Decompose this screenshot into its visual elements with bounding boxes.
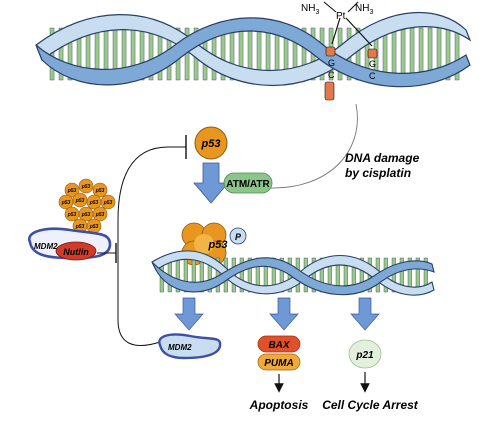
p53-pool-molecule [78,178,94,194]
arrow-to-mdm2 [174,297,204,331]
platinum-label: Pt [336,11,346,22]
p53-pool-molecule-label: p53 [75,198,85,204]
top-base-pair [409,27,415,81]
nh3-right-label: NH3 [355,3,373,16]
p53-protein: p53 [194,126,228,160]
p53-pool-molecule-label: p53 [75,224,85,230]
mdm2-nutlin-complex: MDM2 Nutlin [27,227,112,261]
apoptosis-label: Apoptosis [249,398,309,412]
p53-pool-cluster: p53 p53 p53 p53 p53 p53 p53 p53 p53 p53 p53 p53 [58,178,116,234]
damage-connector-line [267,103,358,189]
cell-cycle-arrest-label: Cell Cycle Arrest [322,398,419,412]
bax-pill [257,335,301,353]
mdm2-feedback-line [117,146,186,346]
base-c-left: C [328,70,335,80]
guanine-adduct-right [367,48,378,59]
dna-damage-label-line1: DNA damage [345,151,420,165]
base-g-left: G [328,58,335,68]
atm-atr-kinase: ATM/ATR [223,172,273,194]
p53-pool-molecule-label: p53 [89,224,99,230]
p53-pool-molecule-label: p53 [67,188,77,194]
base-g-right: G [369,59,376,69]
p53-pool-molecule-label: p53 [95,188,105,194]
arrow-to-bax-puma [269,297,299,331]
p53-pool-molecule [100,194,116,210]
puma-label: PUMA [264,358,293,369]
p21-label: p21 [355,350,374,361]
top-base-pair [58,27,64,81]
atm-atr-label: ATM/ATR [226,179,270,190]
cytosine-bar-left [324,81,335,101]
p53-label: p53 [201,138,221,150]
p53-pool-molecule-label: p53 [95,212,105,218]
nutlin-label: Nutlin [63,247,89,257]
p53-pool-molecule-label: p53 [81,184,91,190]
mdm2-complex-label: MDM2 [34,242,58,251]
bottom-base-pair [311,257,316,293]
base-c-right: C [369,71,376,81]
nh3-left-label: NH3 [301,3,319,16]
arrow-to-p21 [350,297,380,331]
mdm2-product-label: MDM2 [168,343,192,352]
p53-pool-molecule [92,182,108,198]
bottom-dna-helix [151,250,435,296]
p53-pool-molecule-label: p53 [61,200,71,206]
mdm2-product: MDM2 [158,333,222,360]
top-dna-strand-front [35,17,471,88]
top-base-pair [391,27,397,81]
p53-pool-molecule-label: p53 [89,200,99,206]
p53-pool-molecule-label: p53 [103,200,113,206]
p53-activation-arrow [193,162,229,204]
bottom-dna-strand-back [151,250,435,296]
bottom-dna-strand-front [151,257,435,296]
top-dna-helix [35,11,472,88]
p53-pool-molecule [64,182,80,198]
p53-tetramer-label: p53 [208,239,228,251]
p53-pool-molecule-label: p53 [67,212,77,218]
p53-pool-molecule [92,206,108,222]
bax-puma-group: BAX PUMA [257,335,301,371]
bax-label: BAX [268,340,290,351]
top-base-pair [400,27,406,81]
guanine-adduct-left [325,46,336,57]
p21-protein: p21 [348,339,382,369]
cisplatin-crosslink: Pt NH3 NH3 G C G C [301,1,378,101]
phosphate-label: P [235,232,242,242]
bottom-base-pair [239,257,244,293]
puma-pill [257,353,301,371]
dna-damage-label-line2: by cisplatin [345,166,411,180]
p53-pool-molecule-label: p53 [81,212,91,218]
